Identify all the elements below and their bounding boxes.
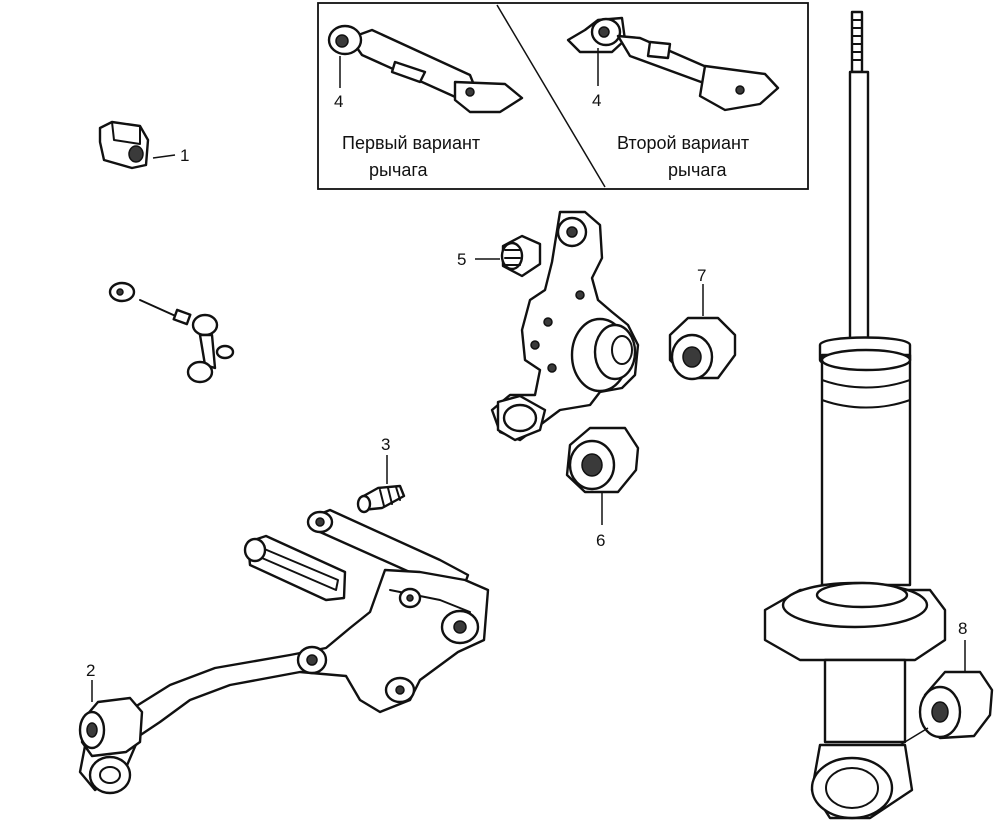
stabilizer-link bbox=[139, 299, 235, 384]
leader-1 bbox=[152, 154, 176, 159]
variant-1-caption-line1: Первый вариант bbox=[342, 133, 480, 153]
bushing-7 bbox=[668, 316, 737, 381]
leader-8-shock bbox=[899, 727, 929, 746]
variant-2-caption-line2: рычага bbox=[668, 160, 728, 180]
arm-variant-2 bbox=[566, 16, 780, 112]
callout-5: 5 bbox=[457, 250, 466, 269]
callout-4a: 4 bbox=[334, 92, 343, 111]
callout-2: 2 bbox=[86, 661, 95, 680]
bushing-6 bbox=[565, 426, 640, 494]
stabilizer-bar bbox=[9, 129, 184, 303]
callout-3: 3 bbox=[381, 435, 390, 454]
callout-4b: 4 bbox=[592, 91, 601, 110]
knuckle-hub bbox=[490, 210, 640, 442]
toe-link-plate bbox=[243, 534, 347, 602]
trailing-arm bbox=[78, 568, 490, 795]
bushing-8 bbox=[918, 670, 994, 740]
shock-absorber bbox=[763, 10, 947, 820]
arm-variant-1 bbox=[327, 24, 524, 114]
bolt-3 bbox=[356, 484, 406, 514]
arm-variants-inset: 4 Первый вариант рычага 4 Второй вариант… bbox=[317, 2, 809, 190]
callout-1: 1 bbox=[180, 146, 189, 165]
inset-divider bbox=[496, 4, 606, 188]
callout-7: 7 bbox=[697, 266, 706, 285]
variant-1-caption-line2: рычага bbox=[369, 160, 429, 180]
bushing-5 bbox=[500, 234, 542, 278]
variant-2-caption-line1: Второй вариант bbox=[617, 133, 749, 153]
callout-8: 8 bbox=[958, 619, 967, 638]
bushing-2 bbox=[78, 696, 144, 758]
stabilizer-bushing bbox=[98, 120, 150, 170]
callout-6: 6 bbox=[596, 531, 605, 550]
